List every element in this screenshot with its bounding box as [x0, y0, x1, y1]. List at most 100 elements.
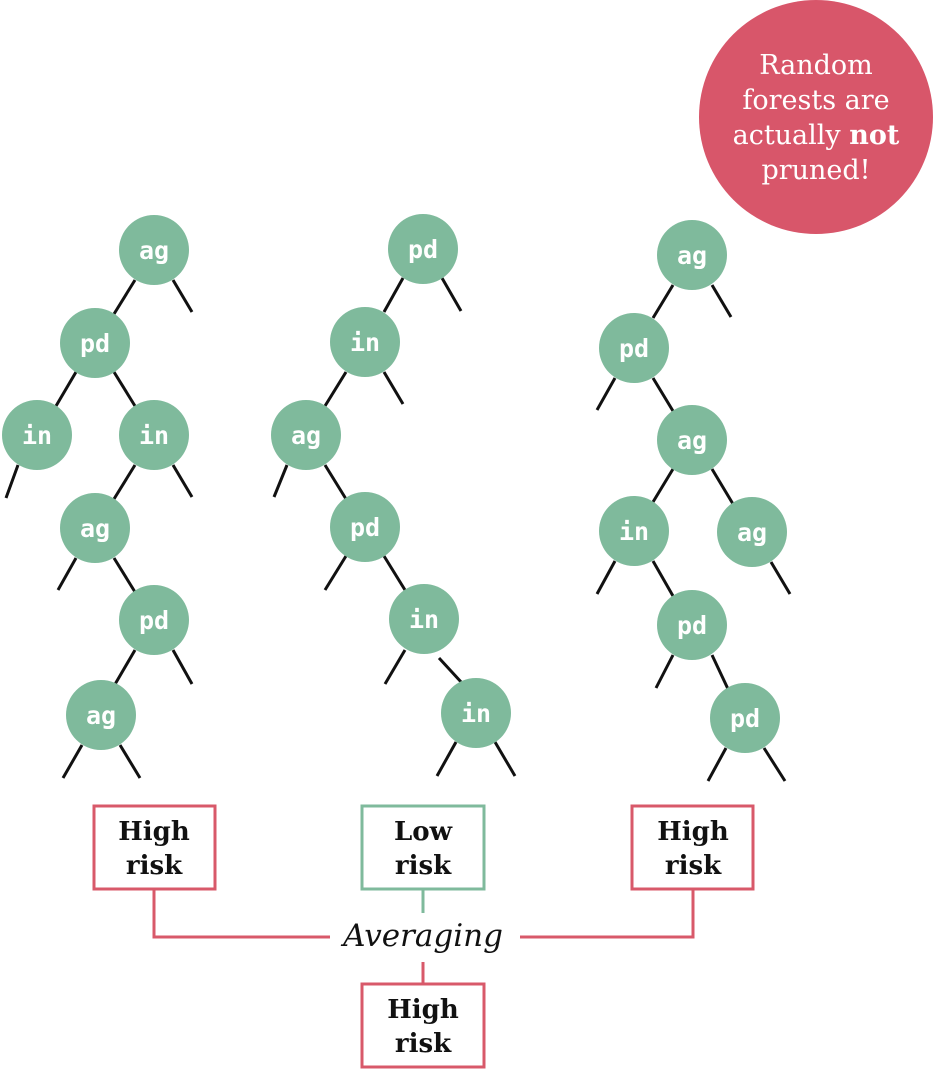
tree-edge — [323, 371, 348, 407]
tree-edge — [382, 277, 405, 313]
outcome-box — [92, 804, 217, 891]
node-circle — [60, 308, 130, 378]
outcome-line-1: High — [657, 817, 729, 847]
outcome-line-2: risk — [395, 851, 452, 881]
node-label: ag — [80, 514, 110, 543]
tree-node: ag — [119, 215, 189, 285]
tree-edge — [710, 654, 730, 690]
tree-edge — [595, 560, 617, 595]
callout-circle — [699, 0, 933, 234]
node-circle — [710, 683, 780, 753]
tree-3-edges — [595, 284, 792, 782]
tree-node: ag — [717, 497, 787, 567]
tree-edge — [112, 371, 137, 407]
callout-line-1: Random — [759, 50, 873, 81]
outcome-high-risk-1: High risk — [92, 804, 217, 891]
tree-edge — [651, 377, 675, 412]
tree-edge — [61, 744, 84, 779]
node-label: ag — [291, 421, 321, 450]
tree-edge — [171, 279, 194, 313]
callout-line-3: actually not — [733, 120, 900, 151]
node-circle — [60, 493, 130, 563]
tree-1-nodes: ag pd in in ag pd ag — [2, 215, 189, 750]
node-label: pd — [139, 606, 169, 635]
tree-edge — [595, 377, 617, 411]
node-label: pd — [408, 235, 438, 264]
outcome-box — [360, 804, 486, 891]
tree-node: pd — [388, 214, 458, 284]
tree-edge — [112, 557, 137, 593]
node-label: ag — [677, 241, 707, 270]
tree-edge — [323, 555, 348, 591]
node-label: ag — [677, 426, 707, 455]
tree-edge — [323, 464, 348, 500]
node-label: in — [619, 517, 649, 546]
tree-node: in — [441, 678, 511, 748]
outcome-line-1: High — [118, 817, 190, 847]
tree-edge — [437, 656, 464, 685]
node-label: in — [409, 605, 439, 634]
node-circle — [330, 492, 400, 562]
connector-left — [152, 890, 330, 939]
node-circle — [441, 678, 511, 748]
outcome-line-2: risk — [126, 851, 183, 881]
tree-node: ag — [657, 405, 727, 475]
node-circle — [271, 400, 341, 470]
node-label: ag — [737, 518, 767, 547]
tree-1-edges — [4, 279, 194, 779]
connector-right — [520, 890, 695, 939]
node-circle — [119, 400, 189, 470]
tree-edge — [651, 560, 675, 597]
tree-node: in — [2, 400, 72, 470]
node-label: in — [461, 699, 491, 728]
tree-node: pd — [330, 492, 400, 562]
tree-node: in — [119, 400, 189, 470]
tree-node: ag — [271, 400, 341, 470]
outcome-line-2: risk — [665, 851, 722, 881]
averaging-label: Averaging — [340, 918, 503, 954]
averaging-connectors — [152, 889, 695, 983]
node-circle — [330, 307, 400, 377]
tree-3: ag pd ag in ag pd pd — [595, 220, 792, 782]
result-line-2: risk — [395, 1029, 452, 1059]
tree-edge — [651, 284, 675, 319]
node-label: in — [139, 421, 169, 450]
node-circle — [717, 497, 787, 567]
node-circle — [657, 220, 727, 290]
tree-edge — [112, 464, 137, 500]
outcome-line-1: Low — [394, 817, 453, 847]
tree-edge — [493, 741, 517, 777]
tree-node: ag — [60, 493, 130, 563]
tree-node: ag — [657, 220, 727, 290]
result-high-risk: High risk — [360, 982, 486, 1069]
tree-edge — [118, 744, 142, 779]
callout-bubble: Random forests are actually not pruned! — [699, 0, 933, 234]
tree-node: pd — [599, 313, 669, 383]
tree-2-edges — [272, 277, 517, 777]
tree-edge — [710, 284, 733, 318]
tree-edge — [382, 555, 407, 591]
tree-1: ag pd in in ag pd ag — [2, 215, 194, 779]
tree-node: pd — [657, 590, 727, 660]
tree-node: in — [389, 584, 459, 654]
node-label: pd — [80, 329, 110, 358]
tree-edge — [112, 279, 137, 315]
tree-edge — [654, 654, 675, 689]
outcome-high-risk-2: High risk — [630, 804, 755, 891]
node-label: ag — [139, 236, 169, 265]
tree-edge — [769, 561, 792, 595]
tree-node: pd — [60, 308, 130, 378]
tree-edge — [4, 464, 20, 499]
tree-edge — [435, 741, 458, 777]
node-label: pd — [350, 513, 380, 542]
node-label: pd — [730, 704, 760, 733]
tree-edge — [440, 277, 463, 312]
tree-edge — [272, 464, 289, 498]
tree-edge — [171, 649, 194, 685]
node-label: in — [22, 421, 52, 450]
node-circle — [599, 496, 669, 566]
tree-edge — [54, 371, 78, 407]
outcome-low-risk: Low risk — [360, 804, 486, 891]
result-box — [360, 982, 486, 1069]
